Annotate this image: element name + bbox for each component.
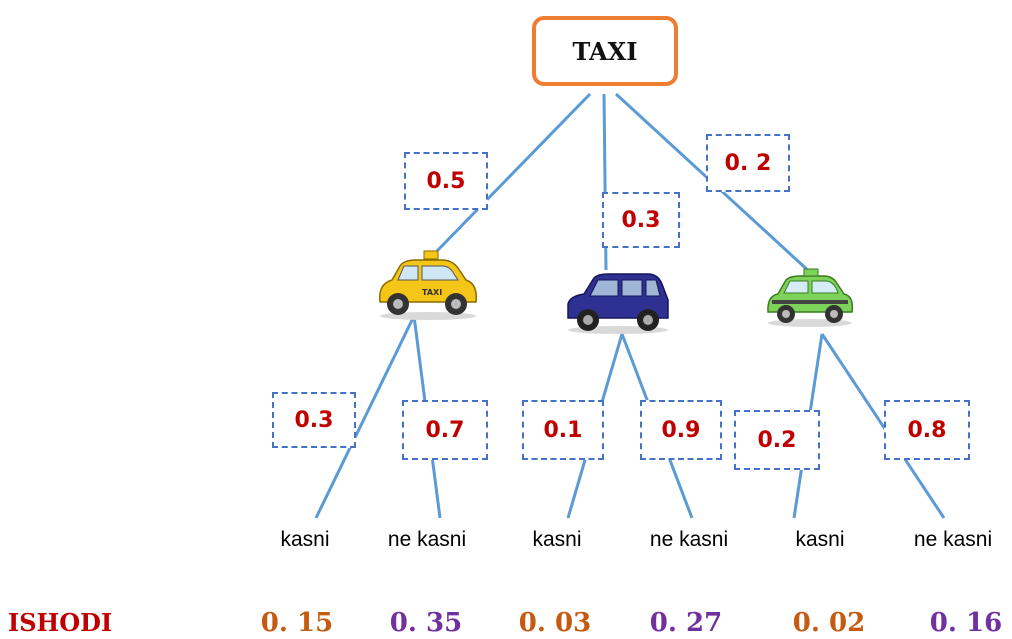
edge-root-yellow: [434, 92, 592, 254]
leaf-label-blue-kasni: kasni: [532, 528, 582, 551]
yellow-taxi-icon: TAXI: [379, 250, 478, 320]
outcome-blue-kasni: 0. 03: [518, 608, 592, 638]
green-taxi-icon: [767, 268, 854, 327]
leaf-prob-blue-ne-kasni: 0.9: [640, 400, 722, 460]
blue-cab-icon: [567, 273, 669, 334]
outcome-blue-ne-kasni: 0. 27: [649, 608, 723, 638]
outcome-yellow-kasni: 0. 15: [260, 608, 334, 638]
outcomes-title: ISHODI: [8, 608, 113, 637]
leaf-label-blue-ne-kasni: ne kasni: [649, 528, 729, 551]
root-node: TAXI: [532, 16, 678, 86]
outcome-green-kasni: 0. 02: [792, 608, 866, 638]
leaf-label-green-ne-kasni: ne kasni: [913, 528, 993, 551]
leaf-label-yellow-kasni: kasni: [280, 528, 330, 551]
leaf-label-yellow-ne-kasni: ne kasni: [387, 528, 467, 551]
outcome-green-ne-kasni: 0. 16: [929, 608, 1003, 638]
edge-yellow-kasni: [314, 315, 416, 519]
leaf-prob-blue-kasni: 0.1: [522, 400, 604, 460]
leaf-label-green-kasni: kasni: [795, 528, 845, 551]
leaf-prob-yellow-kasni: 0.3: [272, 392, 356, 448]
leaf-prob-green-ne-kasni: 0.8: [884, 400, 970, 460]
leaf-prob-yellow-ne-kasni: 0.7: [402, 400, 488, 460]
taxi-badge-text: TAXI: [422, 288, 442, 297]
leaf-prob-green-kasni: 0.2: [734, 410, 820, 470]
root-label: TAXI: [572, 36, 638, 66]
edge-green-ne-kasni: [820, 333, 946, 519]
branch-prob-yellow: 0.5: [404, 152, 488, 210]
branch-prob-green: 0. 2: [706, 134, 790, 192]
outcome-yellow-ne-kasni: 0. 35: [389, 608, 463, 638]
branch-prob-blue: 0.3: [602, 192, 680, 248]
